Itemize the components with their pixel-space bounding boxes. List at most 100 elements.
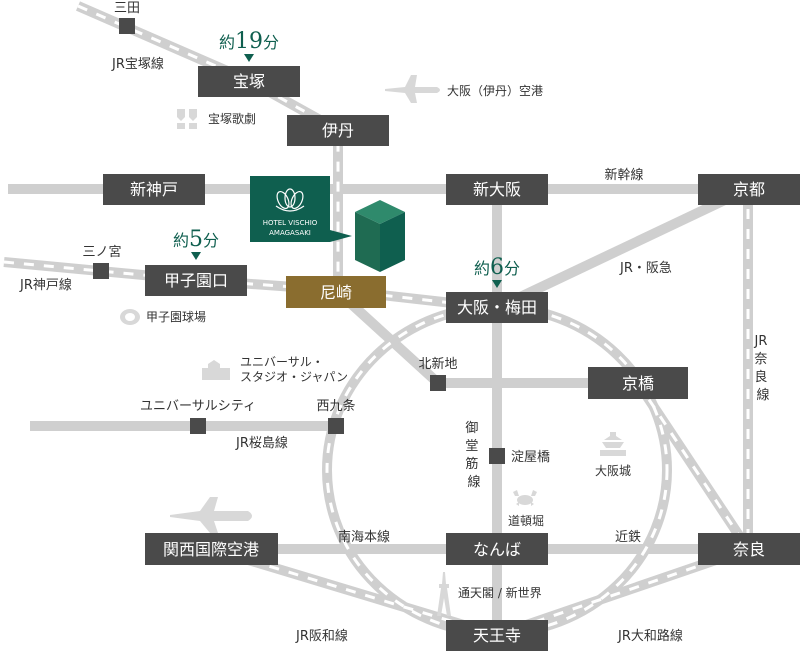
hotel-name-line2: AMAGASAKI bbox=[269, 229, 311, 237]
line-jr-sakurajima-label: JR桜島線 bbox=[235, 435, 288, 451]
station-nara-label: 奈良 bbox=[733, 540, 765, 559]
landmark-takarazuka-theater-label: 宝塚歌劇 bbox=[208, 111, 256, 126]
time-number: 19 bbox=[235, 29, 263, 54]
landmark-koshien-label: 甲子園球場 bbox=[146, 310, 206, 324]
station-nishikujo-marker bbox=[328, 418, 344, 434]
castle-icon bbox=[600, 432, 626, 456]
hotel-logo-icon bbox=[275, 188, 305, 212]
stadium-icon bbox=[120, 309, 140, 325]
line-jr-hankyu-label: JR・阪急 bbox=[619, 261, 672, 276]
airplane-icon bbox=[170, 497, 252, 533]
station-osaka-umeda-label: 大阪・梅田 bbox=[457, 298, 537, 317]
station-kitashinchi-label: 北新地 bbox=[418, 356, 457, 372]
station-itami-box bbox=[287, 115, 389, 146]
hotel-pointer bbox=[330, 230, 352, 242]
jr-nara-char: 線 bbox=[756, 387, 769, 403]
svg-text:約19分: 約19分 bbox=[219, 29, 279, 54]
time-unit: 分 bbox=[504, 259, 520, 278]
svg-text:約6分: 約6分 bbox=[474, 255, 520, 280]
time-unit: 分 bbox=[263, 33, 279, 52]
station-koshienguchi-label: 甲子園口 bbox=[164, 271, 228, 290]
station-koshienguchi-box bbox=[145, 265, 247, 296]
station-shinkobe-box bbox=[103, 174, 205, 205]
station-sannomiya-label: 三ノ宮 bbox=[82, 244, 121, 260]
midosuji-char: 堂 bbox=[465, 439, 478, 454]
landmark-usj-label-2: スタジオ・ジャパン bbox=[240, 370, 348, 384]
station-usj-city-marker bbox=[190, 418, 206, 434]
station-kansai-airport-label: 関西国際空港 bbox=[163, 540, 259, 559]
rail-jr-hankyu bbox=[494, 184, 751, 313]
line-jr-takarazuka-label: JR宝塚線 bbox=[111, 56, 164, 72]
rail-kyobashi-nara-dash bbox=[636, 382, 750, 550]
stations: 宝塚 伊丹 新神戸 新大阪 京都 甲子園口 尼崎 大阪・梅田 京橋 関西国際空港… bbox=[93, 18, 800, 651]
jr-nara-char: 良 bbox=[754, 369, 767, 385]
station-nishikujo-label: 西九条 bbox=[316, 398, 355, 414]
time-unit: 分 bbox=[203, 231, 219, 250]
time-koshienguchi: 約5分 bbox=[173, 227, 219, 260]
station-shinkobe-label: 新神戸 bbox=[130, 180, 178, 199]
tower-icon bbox=[437, 572, 451, 616]
line-nankai-label: 南海本線 bbox=[338, 529, 390, 545]
landmark-usj-label-1: ユニバーサル・ bbox=[240, 355, 324, 369]
station-nara-box bbox=[698, 533, 800, 565]
station-itami-label: 伊丹 bbox=[322, 121, 354, 140]
triangle-down-icon bbox=[191, 252, 201, 260]
station-sanda-marker bbox=[119, 18, 135, 34]
station-takarazuka-label: 宝塚 bbox=[233, 72, 265, 91]
time-number: 5 bbox=[189, 227, 203, 252]
svg-text:約5分: 約5分 bbox=[173, 227, 219, 252]
station-yodoyabashi-label: 淀屋橋 bbox=[511, 450, 550, 465]
midosuji-char: 筋 bbox=[465, 456, 478, 472]
station-amagasaki-box bbox=[286, 276, 386, 308]
station-kyobashi-label: 京橋 bbox=[622, 374, 654, 393]
station-kyobashi-box bbox=[588, 367, 688, 399]
rail-jr-kobe-dash bbox=[3, 260, 498, 310]
triangle-down-icon bbox=[492, 280, 502, 288]
station-sannomiya-marker bbox=[93, 263, 109, 279]
station-namba-label: なんば bbox=[473, 540, 521, 559]
crab-icon bbox=[513, 490, 537, 506]
hotel-name-line1: HOTEL VISCHIO bbox=[263, 219, 318, 227]
rail-jr-takarazuka-dash bbox=[77, 4, 340, 290]
theme-park-icon bbox=[202, 360, 230, 380]
station-kansai-airport-box bbox=[145, 533, 278, 565]
time-prefix: 約 bbox=[474, 259, 490, 278]
hotel-logo-box bbox=[250, 176, 330, 242]
time-number: 6 bbox=[490, 255, 504, 280]
station-tennoji-label: 天王寺 bbox=[473, 626, 521, 645]
hotel-building-icon bbox=[355, 200, 405, 272]
time-takarazuka: 約19分 bbox=[219, 29, 279, 62]
time-osaka: 約6分 bbox=[474, 255, 520, 288]
line-midosuji-label: 御 堂 筋 線 bbox=[465, 421, 482, 490]
landmark-osaka-castle-label: 大阪城 bbox=[595, 464, 631, 478]
triangle-down-icon bbox=[244, 54, 254, 62]
midosuji-char: 御 bbox=[465, 421, 478, 436]
station-kyoto-box bbox=[698, 174, 800, 205]
time-prefix: 約 bbox=[219, 33, 235, 52]
line-shinkansen-label: 新幹線 bbox=[604, 167, 643, 183]
station-kitashinchi-marker bbox=[430, 375, 446, 391]
landmark-itami-airport-label: 大阪（伊丹）空港 bbox=[447, 84, 543, 98]
station-shinosaka-box bbox=[446, 174, 548, 205]
jr-nara-char: 奈 bbox=[754, 352, 767, 367]
station-yodoyabashi-marker bbox=[489, 448, 505, 464]
airplane-icon bbox=[385, 75, 440, 103]
line-jr-yamatoji-label: JR大和路線 bbox=[617, 628, 683, 644]
theater-icon bbox=[177, 109, 197, 129]
hotel-marker: HOTEL VISCHIO AMAGASAKI bbox=[250, 176, 405, 272]
station-usj-city-label: ユニバーサルシティ bbox=[140, 399, 256, 414]
station-kyoto-label: 京都 bbox=[733, 180, 765, 199]
landmark-dotonbori-label: 道頓堀 bbox=[508, 513, 544, 528]
station-namba-box bbox=[446, 533, 548, 565]
line-jr-nara-label: JR 奈 良 線 bbox=[753, 334, 771, 403]
midosuji-char: 線 bbox=[467, 474, 480, 490]
time-prefix: 約 bbox=[173, 231, 189, 250]
jr-nara-char: JR bbox=[753, 334, 767, 349]
line-jr-hanwa-label: JR阪和線 bbox=[295, 628, 348, 644]
station-sanda-label: 三田 bbox=[114, 1, 140, 16]
line-kintetsu-label: 近鉄 bbox=[615, 530, 641, 545]
station-osaka-umeda-box bbox=[446, 292, 548, 323]
landmark-tsutenkaku-label: 通天閣 / 新世界 bbox=[458, 585, 542, 600]
line-jr-kobe-label: JR神戸線 bbox=[19, 277, 72, 293]
